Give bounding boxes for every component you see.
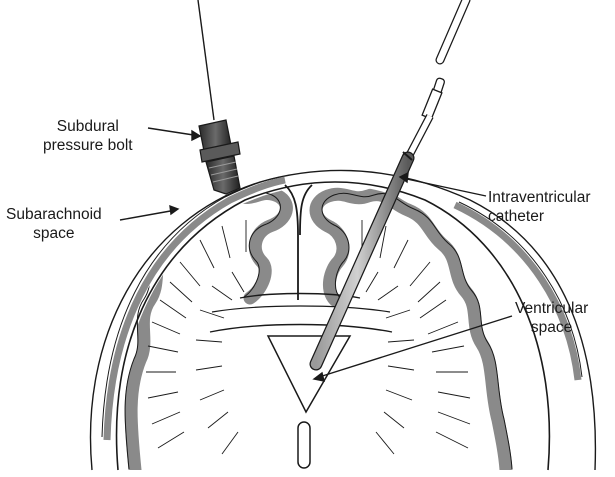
label-ventricular-line2: space <box>531 319 572 336</box>
label-subarachnoid-line2: space <box>33 225 74 242</box>
leader-subarachnoid <box>120 210 176 220</box>
label-intraventricular-catheter: Intraventricular catheter <box>488 188 591 226</box>
pressure-bolt-icon <box>198 0 240 194</box>
label-subdural-pressure-bolt: Subdural pressure bolt <box>43 117 133 155</box>
ventricle-triangle <box>268 336 350 412</box>
label-subarachnoid-line1: Subarachnoid <box>6 206 102 223</box>
label-ventricular-line1: Ventricular <box>515 300 588 317</box>
label-subarachnoid-space: Subarachnoid space <box>6 205 102 243</box>
label-ventricular-space: Ventricular space <box>515 299 588 337</box>
leader-intraventricular <box>402 178 486 196</box>
cortex-right <box>316 194 506 470</box>
label-intraventricular-line2: catheter <box>488 208 544 225</box>
label-subdural-line1: Subdural <box>57 118 119 135</box>
corpus-callosum-lower <box>210 325 392 333</box>
label-intraventricular-line1: Intraventricular <box>488 189 591 206</box>
cortex-left <box>131 193 286 470</box>
third-ventricle <box>298 422 310 468</box>
label-subdural-line2: pressure bolt <box>43 137 133 154</box>
